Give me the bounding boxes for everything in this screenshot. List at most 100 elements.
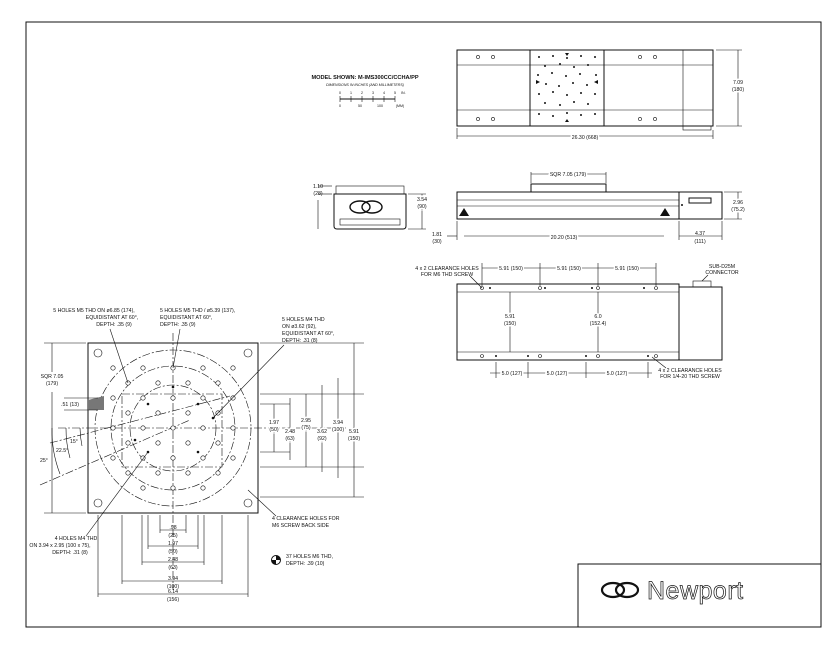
bottom-top-spacing-3: 5.91 (150) [615, 266, 639, 272]
right-dim-6-mm: (150) [348, 436, 360, 442]
legend-holes-2: DEPTH: .39 (10) [286, 561, 325, 567]
carriage-m4-holes [133, 385, 215, 454]
right-dim-2-in: 2.48 [285, 429, 295, 435]
scale-unit-in: IN. [401, 91, 406, 95]
right-dim-5-mm: (100) [332, 427, 344, 433]
bottom-top-spacing-2: 5.91 (150) [557, 266, 581, 272]
side-left-dim-mm: (30) [432, 239, 441, 245]
side-connector-dim-in: 4.37 [695, 231, 705, 237]
carriage-offset-dim: .51 (13) [61, 402, 79, 408]
callout-m5-137-3: DEPTH: .35 (9) [160, 322, 196, 328]
model-title: MODEL SHOWN: M-IMS300CC/CCHA/PP [311, 75, 418, 81]
right-dim-3-mm: (75) [301, 425, 310, 431]
scale-mm-100: 100 [377, 104, 383, 108]
m6-clearance-callout-1: 4 x 2 CLEARANCE HOLES [415, 266, 479, 272]
angle-25: 25° [40, 458, 48, 464]
scale-tick-3: 3 [372, 91, 374, 95]
right-dim-2-mm: (63) [285, 436, 294, 442]
side-height-dim-mm: (75.2) [731, 207, 745, 213]
scale-unit-mm: (MM) [396, 104, 404, 108]
scale-mm-0: 0 [339, 104, 341, 108]
bottom-spacing-3: 5.0 (127) [607, 371, 628, 377]
side-left-dim-in: 1.81 [432, 232, 442, 238]
callout-m4-92-1: 5 HOLES M4 THD [282, 317, 325, 323]
carriage-view: 5 HOLES M5 THD ON ø6.85 (174), EQUIDISTA… [29, 308, 364, 603]
scale-mm-50: 50 [358, 104, 362, 108]
callout-m4-92-2: ON ø3.62 (92), [282, 324, 317, 330]
end-left-dim-in: 1.10 [313, 184, 323, 190]
scale-tick-1: 1 [350, 91, 352, 95]
callout-m5-137-2: EQUIDISTANT AT 60°, [160, 315, 212, 321]
right-dim-5-in: 3.94 [333, 420, 343, 426]
bottom-dim-4-in: 3.94 [168, 576, 178, 582]
right-dim-6-in: 5.91 [349, 429, 359, 435]
callout-m4-92-4: DEPTH: .31 (8) [282, 338, 318, 344]
bottom-dim-5-in: 6.14 [168, 589, 178, 595]
end-left-dim-mm: (28) [313, 191, 322, 197]
callout-m5-174-2: EQUIDISTANT AT 60°, [86, 315, 138, 321]
carriage-corner-holes [93, 348, 253, 508]
callout-m5-174-1: 5 HOLES M5 THD ON ø6.85 (174), [53, 308, 135, 314]
carriage-sqr-mm: (179) [46, 381, 58, 387]
bottom-vert-mid-in: 6.0 [594, 314, 601, 320]
units-note: DIMENSIONS IN INCHES (AND MILLIMETERS) [326, 83, 404, 87]
bottom-dim-1-in: .98 [169, 525, 176, 531]
callout-clearance-back-1: 4 CLEARANCE HOLES FOR [272, 516, 340, 522]
side-sqr-dim: SQR 7.05 (179) [550, 172, 587, 178]
side-view: SQR 7.05 (179) 20.20 (513) 1.81 (30) 4.3… [432, 171, 747, 246]
bottom-spacing-1: 5.0 (127) [502, 371, 523, 377]
legend-holes-1: 37 HOLES M6 THD, [286, 554, 333, 560]
quarter-clearance-callout-2: FOR 1/4-20 THD SCREW [660, 374, 720, 380]
callout-m5-137-1: 5 HOLES M5 THD / ø5.39 (137), [160, 308, 235, 314]
bottom-dim-3-in: 2.48 [168, 557, 178, 563]
right-dim-4-in: 3.62 [317, 429, 327, 435]
side-travel-dim: 20.20 (513) [551, 235, 578, 241]
angle-15: 15° [70, 439, 78, 445]
scale-tick-5: 5 [394, 91, 396, 95]
bottom-vert-mid-mm: (152.4) [590, 321, 607, 327]
bottom-vert-left-in: 5.91 [505, 314, 515, 320]
end-view-logo-icon [349, 200, 383, 214]
bottom-view: 4 x 2 CLEARANCE HOLES FOR M6 THD SCREW 5… [415, 263, 739, 380]
side-height-dim-in: 2.96 [733, 200, 743, 206]
m6-clearance-callout-2: FOR M6 THD SCREW [421, 272, 473, 278]
callout-m5-174-3: DEPTH: .35 (9) [96, 322, 132, 328]
bottom-spacing-2: 5.0 (127) [547, 371, 568, 377]
callout-clearance-back-2: M6 SCREW BACK SIDE [272, 523, 330, 529]
title-block: Newport [577, 563, 822, 628]
callout-m4-92-3: EQUIDISTANT AT 60°, [282, 331, 334, 337]
scale-bar: 0 1 2 3 4 5 IN. 0 50 100 (MM) [339, 91, 406, 108]
right-dim-1-in: 1.97 [269, 420, 279, 426]
top-height-dim-in: 7.09 [733, 80, 743, 86]
callout-m4-100-3: DEPTH: .31 (8) [52, 550, 88, 556]
right-dim-1-mm: (50) [269, 427, 278, 433]
side-connector-dim-mm: (111) [694, 239, 706, 245]
hole-symbol-icon [271, 555, 281, 565]
quarter-clearance-callout-1: 4 x 2 CLEARANCE HOLES [658, 368, 722, 374]
top-base-holes [476, 55, 657, 121]
right-dim-3-in: 2.95 [301, 418, 311, 424]
connector-label-1: SUB-D25M [709, 264, 735, 270]
scale-tick-0: 0 [339, 91, 341, 95]
angle-22-5: 22.5° [56, 448, 68, 454]
connector-label-2: CONNECTOR [705, 270, 739, 276]
bottom-dim-1-mm: (25) [168, 533, 177, 539]
top-view: 26.30 (668) 7.09 (180) [456, 49, 746, 143]
end-right-dim-in: 3.54 [417, 197, 427, 203]
bottom-dim-2-mm: (50) [168, 549, 177, 555]
newport-logo-icon [600, 581, 640, 599]
bottom-dim-4-mm: (100) [167, 584, 179, 590]
callout-m4-100-2: ON 3.94 x 2.95 (100 x 75), [29, 543, 90, 549]
scale-tick-4: 4 [383, 91, 385, 95]
carriage-sqr-in: SQR 7.05 [41, 374, 64, 380]
bottom-dim-5-mm: (156) [167, 597, 179, 603]
scale-tick-2: 2 [361, 91, 363, 95]
bottom-dim-2-in: 1.97 [168, 541, 178, 547]
end-right-dim-mm: (90) [417, 204, 426, 210]
brand-name: Newport [647, 577, 744, 605]
top-height-dim-mm: (180) [732, 87, 744, 93]
bottom-dim-3-mm: (63) [168, 565, 177, 571]
callout-m4-100-1: 4 HOLES M4 THD [55, 536, 98, 542]
